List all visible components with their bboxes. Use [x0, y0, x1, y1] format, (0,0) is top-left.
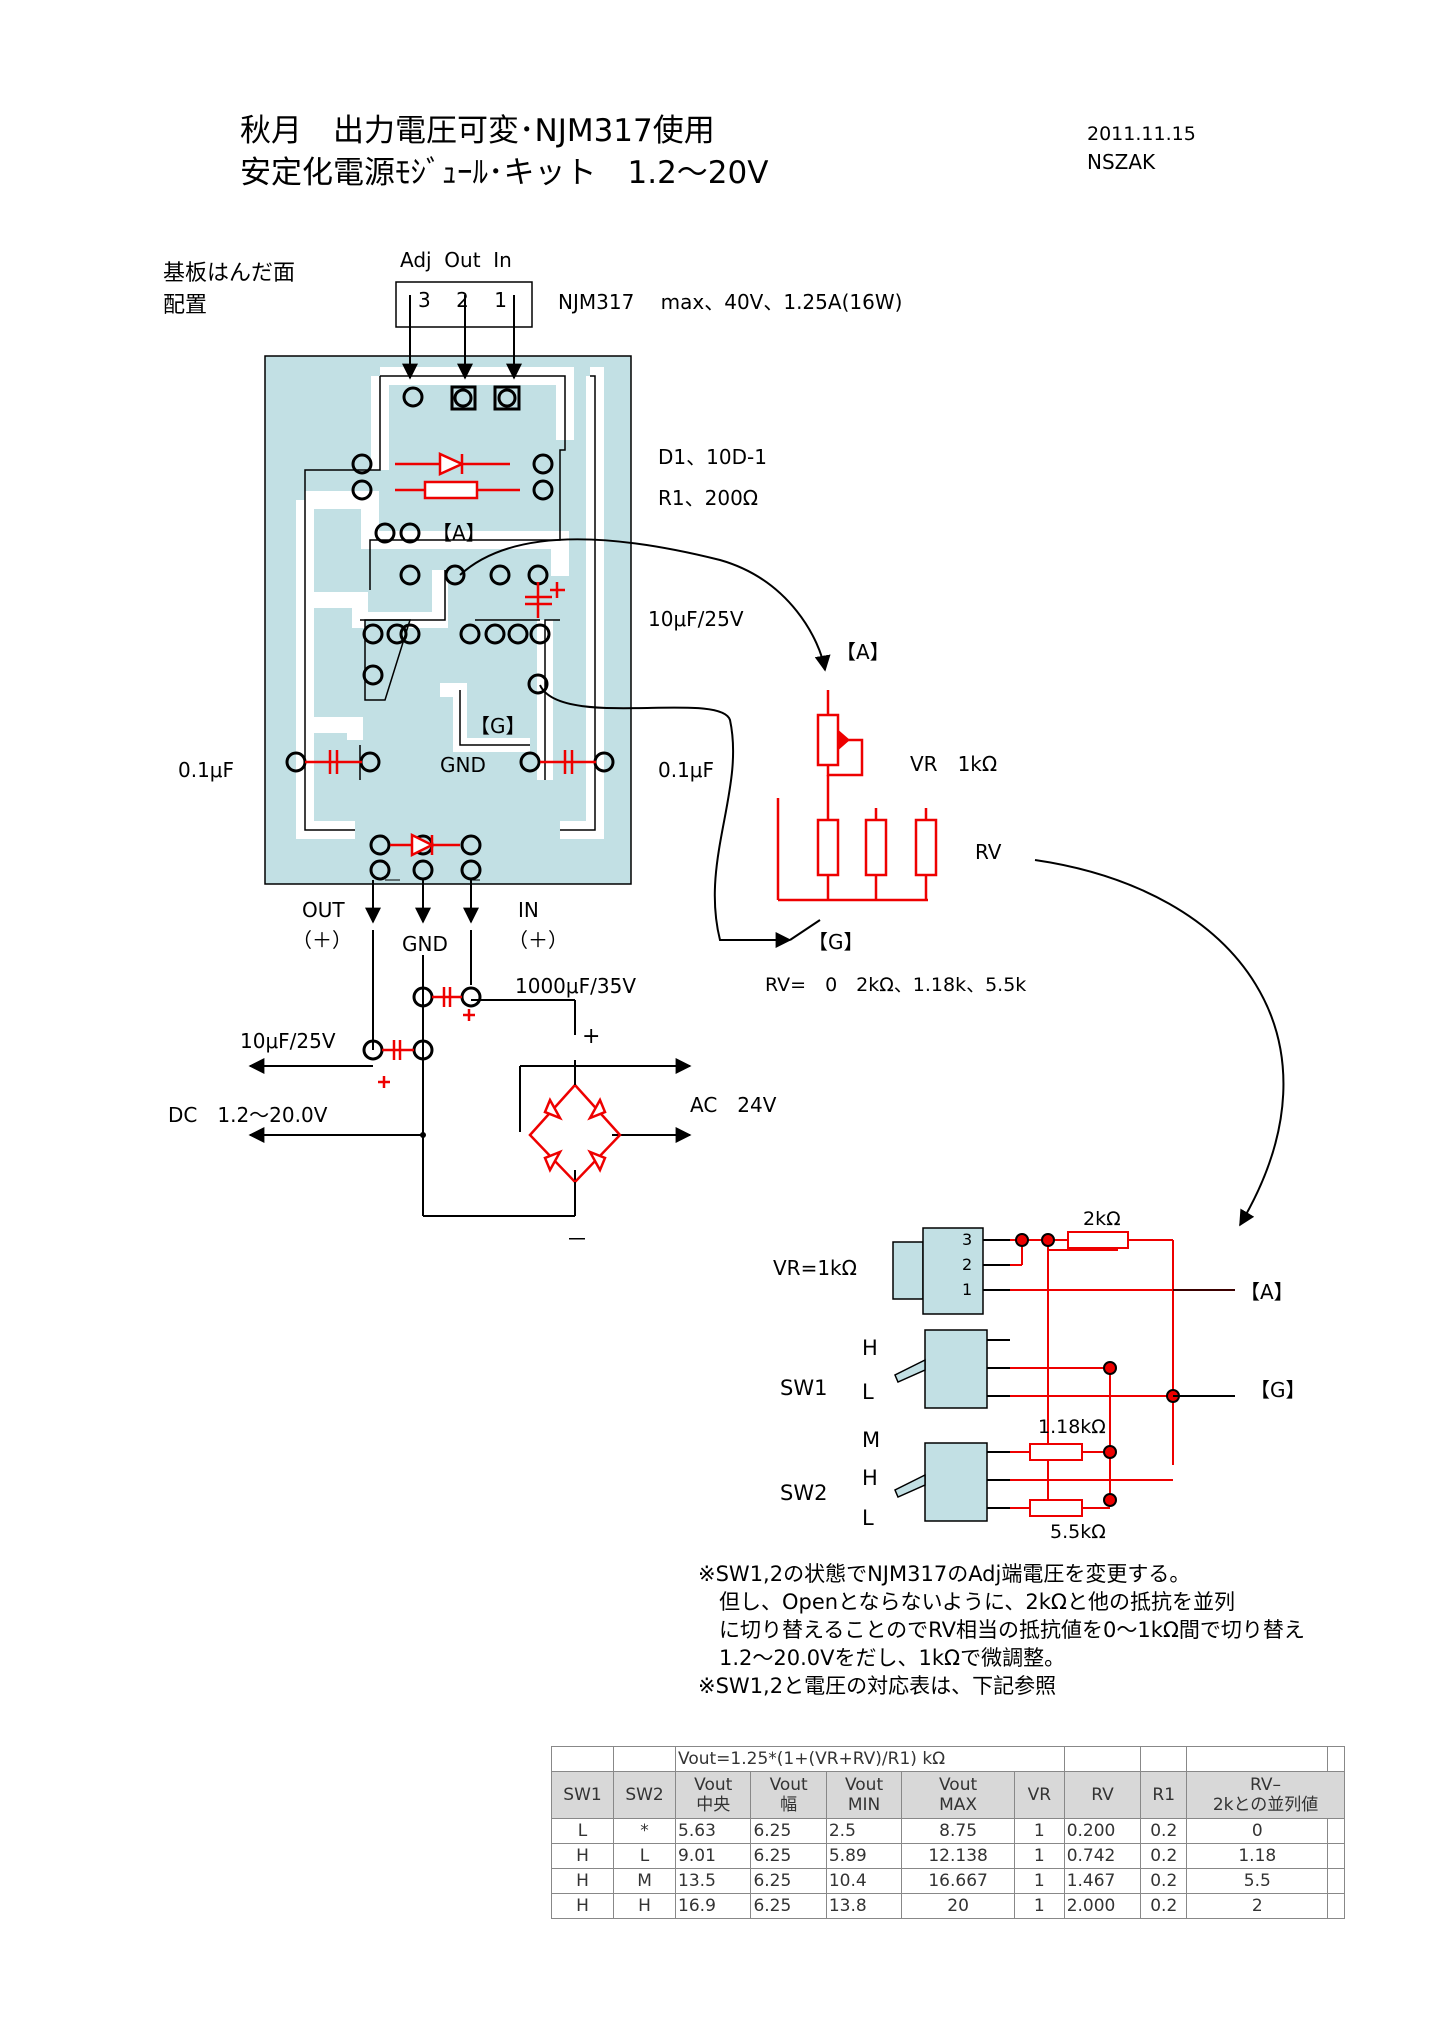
- sw2-h: H: [862, 1466, 878, 1490]
- table-header: R1: [1140, 1771, 1188, 1819]
- table-header: SW2: [613, 1771, 677, 1819]
- ic-package: [395, 281, 533, 380]
- note-line-1: ※SW1,2の状態でNJM317のAdj端電圧を変更する。: [698, 1562, 1191, 1586]
- d1-label: D1、10D-1: [658, 445, 767, 469]
- sw1-label: SW1: [780, 1376, 828, 1400]
- signal-curves: [459, 538, 1285, 1227]
- in-label: IN: [518, 898, 539, 922]
- table-header: Vout 中央: [675, 1771, 752, 1819]
- board-label-2: 配置: [163, 293, 208, 318]
- date: 2011.11.15: [1087, 123, 1196, 145]
- ic-spec: NJM317 max、40V、1.25A(16W): [558, 290, 903, 314]
- gnd-board: GND: [440, 753, 486, 777]
- cap-1000u: 1000μF/35V: [515, 974, 636, 998]
- table-header: RV– 2kとの並列値: [1186, 1771, 1345, 1819]
- rv-values: RV= 0 2kΩ、1.18k、5.5k: [765, 974, 1027, 996]
- r1-label: R1、200Ω: [658, 486, 759, 510]
- vr-pin-3: 3: [962, 1230, 973, 1249]
- sw2-label: SW2: [780, 1481, 828, 1505]
- cap-10u-board: 10μF/25V: [648, 607, 744, 631]
- pcb-board: [264, 355, 632, 885]
- switch-schematic: [892, 1227, 1235, 1522]
- minus-sign: －: [566, 1228, 589, 1253]
- cap-01u-left: 0.1μF: [178, 758, 235, 782]
- formula-cell: Vout=1.25*(1+(VR+RV)/R1) kΩ: [675, 1746, 1065, 1772]
- in-plus: （＋）: [508, 928, 568, 952]
- vr-label: VR 1kΩ: [910, 752, 998, 776]
- cap-01u-right: 0.1μF: [658, 758, 715, 782]
- rv-node-g: 【G】: [808, 930, 864, 954]
- sw1-l: L: [862, 1380, 874, 1404]
- table-header: RV: [1063, 1771, 1142, 1819]
- ac-label: AC 24V: [690, 1093, 777, 1117]
- table-header-row: SW1 SW2 Vout 中央 Vout 幅 Vout MIN Vout MAX…: [550, 1771, 1345, 1819]
- out-plus: （＋）: [292, 928, 352, 952]
- board-label-1: 基板はんだ面: [163, 261, 296, 286]
- table-header: Vout MAX: [901, 1771, 1015, 1819]
- ic-pin-names: Adj Out In: [400, 248, 512, 272]
- lower-circuit: [248, 930, 692, 1217]
- node-a-board: 【A】: [432, 521, 486, 545]
- table-header: Vout MIN: [825, 1771, 903, 1819]
- board-output-arrows: [365, 880, 479, 924]
- rv-label: RV: [975, 840, 1002, 864]
- page-subtitle: 安定化電源ﾓｼﾞｭｰﾙ･キット 1.2～20V: [240, 155, 769, 191]
- sw2-l: L: [862, 1506, 874, 1530]
- vr-pin-1: 1: [962, 1280, 973, 1299]
- cap-10u-out: 10μF/25V: [240, 1029, 336, 1053]
- out-label: OUT: [302, 898, 345, 922]
- voltage-table: Vout=1.25*(1+(VR+RV)/R1) kΩ SW1 SW2 Vout…: [550, 1746, 1345, 1919]
- table-header: VR: [1013, 1771, 1065, 1819]
- sw-node-a: 【A】: [1240, 1280, 1294, 1304]
- sw2-m: M: [862, 1428, 881, 1452]
- note-line-5: ※SW1,2と電圧の対応表は、下記参照: [698, 1674, 1057, 1698]
- r2k-label: 2kΩ: [1083, 1208, 1121, 1230]
- author: NSZAK: [1087, 150, 1156, 174]
- vr1k-label: VR=1kΩ: [773, 1256, 857, 1280]
- table-formula-row: Vout=1.25*(1+(VR+RV)/R1) kΩ: [550, 1746, 1345, 1772]
- table-header: SW1: [550, 1771, 615, 1819]
- note-line-4: 1.2～20.0Vをだし、1kΩで微調整。: [698, 1646, 1066, 1670]
- sw1-h: H: [862, 1336, 878, 1360]
- dc-label: DC 1.2～20.0V: [168, 1103, 328, 1127]
- r118-label: 1.18kΩ: [1038, 1416, 1106, 1438]
- rv-node-a: 【A】: [836, 640, 890, 664]
- note-line-3: に切り替えることのでRV相当の抵抗値を0～1kΩ間で切り替え: [698, 1618, 1305, 1642]
- rv-schematic: [776, 690, 938, 902]
- ic-pin-numbers: 3 2 1: [418, 288, 508, 312]
- sw-node-g: 【G】: [1250, 1378, 1306, 1402]
- table-header: Vout 幅: [750, 1771, 827, 1819]
- plus-sign: +: [582, 1024, 601, 1049]
- r55-label: 5.5kΩ: [1050, 1521, 1106, 1543]
- rv-arrow-in: [789, 919, 821, 941]
- gnd-bottom: GND: [402, 932, 448, 956]
- vr-pin-2: 2: [962, 1255, 973, 1274]
- lower-red-parts: [378, 987, 622, 1216]
- node-g-board: 【G】: [470, 714, 526, 738]
- note-line-2: 但し、Openとならないように、2kΩと他の抵抗を並列: [698, 1590, 1235, 1614]
- board-components: [305, 452, 596, 858]
- page-title: 秋月 出力電圧可変･NJM317使用: [240, 113, 715, 149]
